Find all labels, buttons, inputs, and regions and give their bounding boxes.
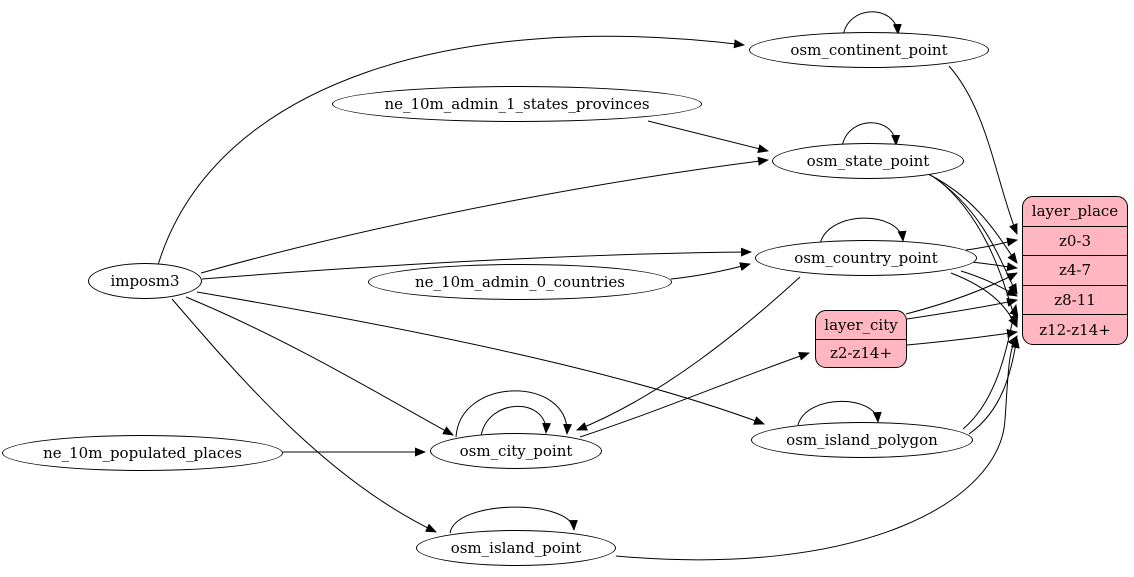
record-layer_city-title: layer_city xyxy=(824,315,898,334)
loop-osm_city_point-outer xyxy=(455,390,572,438)
edge-osm_island_point-z12-z14 xyxy=(615,335,1018,561)
node-osm_island_point-label: osm_island_point xyxy=(450,539,582,557)
record-layer_place-row-z4-7: z4-7 xyxy=(1023,255,1127,285)
edge-osm_island_polygon-z8-11 xyxy=(962,304,1019,430)
edge-osm_state_point-z4-7 xyxy=(927,173,1018,264)
node-ne_10m_admin_0_countries-label: ne_10m_admin_0_countries xyxy=(415,273,625,291)
edge-imposm3-osm_island_point xyxy=(171,298,437,533)
node-osm_country_point-label: osm_country_point xyxy=(794,249,938,267)
node-ne_10m_admin_1_states_provinces-label: ne_10m_admin_1_states_provinces xyxy=(384,95,650,113)
node-imposm3: imposm3 xyxy=(88,263,202,299)
edge-osm_island_polygon-z12-z14 xyxy=(968,337,1020,435)
record-layer_place-row-z12-z14: z12-z14+ xyxy=(1023,314,1127,344)
loop-osm_island_polygon xyxy=(797,400,882,426)
node-ne_10m_populated_places: ne_10m_populated_places xyxy=(2,435,283,471)
node-osm_continent_point: osm_continent_point xyxy=(749,32,989,68)
node-ne_10m_admin_0_countries: ne_10m_admin_0_countries xyxy=(368,264,672,300)
node-ne_10m_admin_1_states_provinces: ne_10m_admin_1_states_provinces xyxy=(332,86,702,122)
edge-imposm3-osm_country_point xyxy=(201,247,752,280)
edge-imposm3-osm_city_point xyxy=(185,296,454,436)
edge-imposm3-osm_continent_point xyxy=(157,35,745,266)
loop-osm_city_point-inner xyxy=(480,405,552,437)
record-layer_city-row-z2-z14: z2-z14+ xyxy=(816,338,906,368)
edge-osm_city_point-layer_city xyxy=(579,351,810,438)
edge-osm_continent_point-z0-3 xyxy=(948,65,1018,235)
edge-ne_10m_admin_1_states_provinces-osm_state_point xyxy=(647,120,769,153)
edge-osm_country_point-z12-z14 xyxy=(950,272,1018,328)
edge-osm_country_point-z8-11 xyxy=(960,270,1018,297)
edge-osm_country_point-z0-3 xyxy=(965,237,1018,251)
loop-osm_country_point xyxy=(819,217,907,245)
node-osm_island_polygon: osm_island_polygon xyxy=(751,422,973,458)
edge-ne_10m_admin_0_countries-osm_country_point xyxy=(670,262,751,280)
edge-osm_state_point-z8-11 xyxy=(931,175,1018,295)
node-osm_city_point: osm_city_point xyxy=(430,433,602,469)
edge-layer_city-z4-7 xyxy=(905,272,1018,315)
node-osm_island_point: osm_island_point xyxy=(416,530,616,566)
edge-imposm3-osm_state_point xyxy=(200,156,769,274)
node-osm_continent_point-label: osm_continent_point xyxy=(790,41,948,59)
record-layer_place: layer_place z0-3 z4-7 z8-11 z12-z14+ xyxy=(1022,196,1128,345)
edge-osm_country_point-z4-7 xyxy=(970,261,1018,272)
node-osm_state_point-label: osm_state_point xyxy=(806,152,930,170)
node-osm_country_point: osm_country_point xyxy=(755,240,977,276)
record-layer_place-row-z8-11: z8-11 xyxy=(1023,284,1127,315)
edge-layer_city-z12-z14 xyxy=(906,329,1018,346)
record-layer_city: layer_city z2-z14+ xyxy=(815,310,907,368)
record-layer_place-title: layer_place xyxy=(1031,202,1119,221)
node-ne_10m_populated_places-label: ne_10m_populated_places xyxy=(43,444,242,462)
loop-osm_state_point xyxy=(841,122,901,148)
record-layer_place-row-z0-3: z0-3 xyxy=(1023,225,1127,256)
loop-osm_island_point xyxy=(449,506,578,534)
node-imposm3-label: imposm3 xyxy=(110,272,180,290)
node-osm_island_polygon-label: osm_island_polygon xyxy=(786,431,938,449)
node-osm_state_point: osm_state_point xyxy=(772,143,964,179)
node-osm_city_point-label: osm_city_point xyxy=(459,442,573,460)
edge-osm_country_point-osm_city_point xyxy=(576,276,801,431)
loop-osm_continent_point xyxy=(842,11,902,37)
edge-layer_city-z8-11 xyxy=(906,297,1018,320)
edge-imposm3-osm_island_polygon xyxy=(196,291,765,425)
